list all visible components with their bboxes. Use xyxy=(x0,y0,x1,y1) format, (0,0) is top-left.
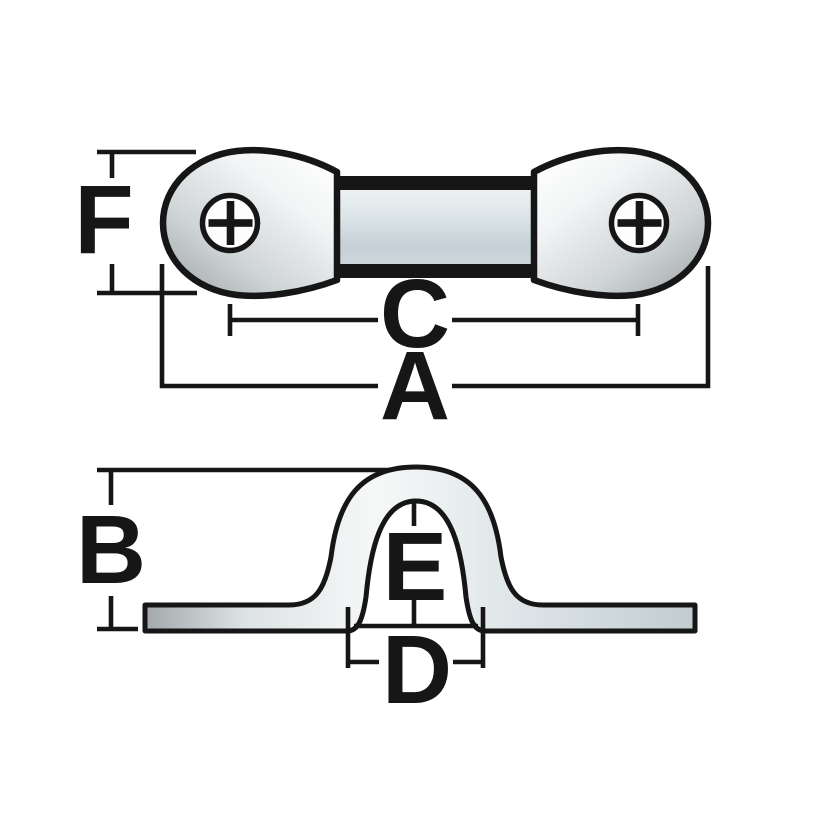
dim-label-A: A xyxy=(380,331,450,440)
bridge-bar-top-edge xyxy=(331,176,539,190)
top-view: F C A xyxy=(74,146,712,440)
bridge-bar-fill xyxy=(331,189,539,265)
strap-side-profile xyxy=(142,464,698,634)
side-profile-view: B E D xyxy=(76,464,698,724)
dim-label-F: F xyxy=(74,165,133,274)
dim-A-right-extension xyxy=(452,266,711,389)
screw-right xyxy=(608,192,670,254)
bridge-bar xyxy=(331,176,539,278)
dim-label-E: E xyxy=(383,512,448,621)
dimension-C xyxy=(227,304,641,336)
dim-label-C: C xyxy=(380,259,450,368)
bridge-bar-bottom-edge xyxy=(331,264,539,278)
dimension-B xyxy=(97,467,390,632)
screw-left xyxy=(199,192,261,254)
dimension-A xyxy=(159,264,711,389)
screw-right-cross-vertical xyxy=(635,201,644,245)
dim-label-B: B xyxy=(76,495,146,604)
dimension-D xyxy=(345,607,486,668)
dim-A-left-extension xyxy=(159,264,378,389)
dimension-E xyxy=(354,503,478,629)
dim-label-D: D xyxy=(382,615,452,724)
screw-left-cross-vertical xyxy=(226,201,235,245)
dimension-F xyxy=(97,149,197,296)
